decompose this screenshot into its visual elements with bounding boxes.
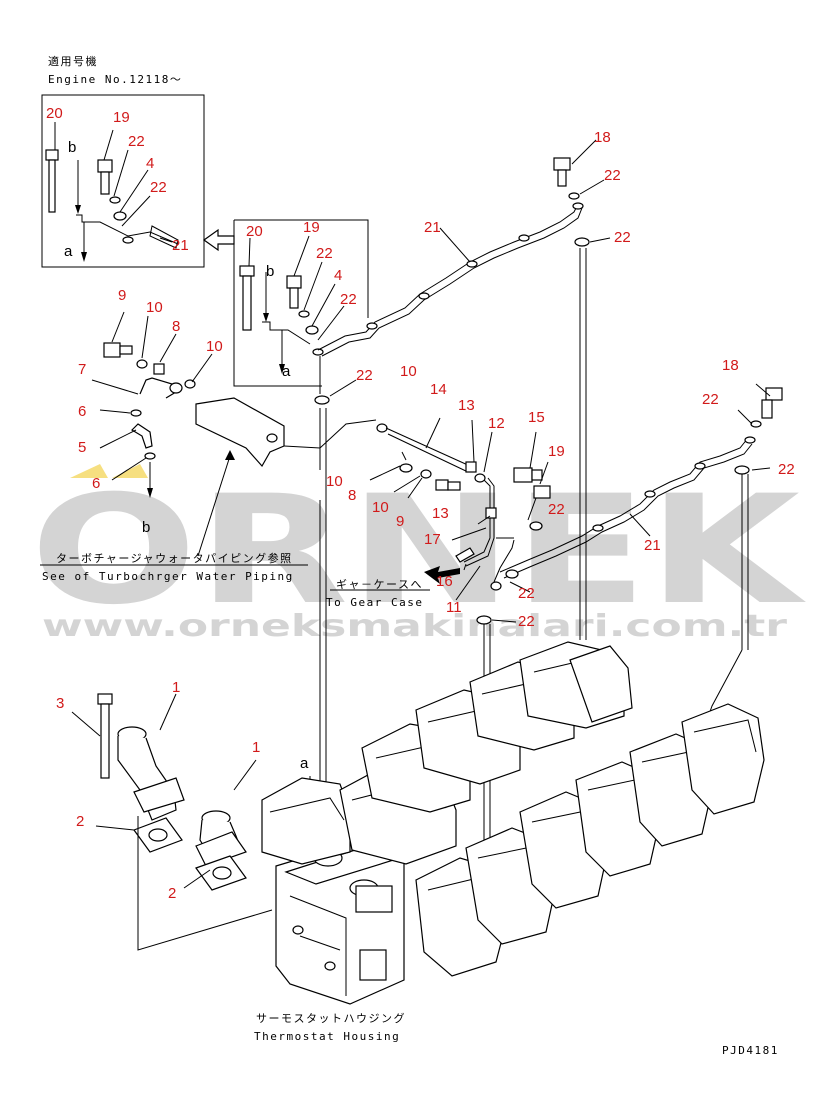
part-label: b — [266, 263, 274, 280]
part-label: 9 — [118, 287, 126, 304]
part-label: 14 — [430, 381, 447, 398]
part-label: 3 — [56, 695, 64, 712]
part-label: 10 — [146, 299, 163, 316]
gear-callout-en: To Gear Case — [326, 596, 423, 609]
part-label: 7 — [78, 361, 86, 378]
part-label: 9 — [396, 513, 404, 530]
part-label: 21 — [172, 237, 189, 254]
gear-callout-jp: ギャ－ケースへ — [336, 578, 423, 591]
part-label: 4 — [334, 267, 342, 284]
part-label: b — [68, 139, 76, 156]
part-label: 21 — [424, 219, 441, 236]
part-label: 13 — [432, 505, 449, 522]
part-label: 1 — [172, 679, 180, 696]
watermark-accent-left — [70, 464, 108, 478]
part-label: a — [64, 243, 73, 260]
part-label: 5 — [78, 439, 86, 456]
part-label: 21 — [644, 537, 661, 554]
part-label: a — [300, 755, 309, 772]
part-label: 10 — [400, 363, 417, 380]
part-label: 1 — [252, 739, 260, 756]
thermostat-callout-jp: サーモスタットハウジング — [256, 1011, 406, 1025]
part-label: 10 — [206, 338, 223, 355]
part-label: 20 — [246, 223, 263, 240]
inset-arrow — [202, 228, 235, 252]
part-label: a — [282, 363, 291, 380]
part-label: 15 — [528, 409, 545, 426]
part-label: 10 — [372, 499, 389, 516]
part-label: 22 — [702, 391, 719, 408]
part-label: 12 — [488, 415, 505, 432]
part-label: 22 — [614, 229, 631, 246]
watermark: ORNEK www.orneksmakinalari.com.tr — [30, 464, 806, 644]
part-label: 11 — [446, 599, 462, 616]
elbows-and-gaskets — [71, 693, 273, 951]
part-label: 16 — [436, 573, 453, 590]
part-labels: 20 19 22 4 22 21 b a 20 19 22 4 22 b a 2… — [46, 105, 795, 902]
part-label: 4 — [146, 155, 154, 172]
part-label: 18 — [594, 129, 611, 146]
header-en: Engine No.12118～ — [48, 73, 182, 86]
part-label: 20 — [46, 105, 63, 122]
part-label: 19 — [548, 443, 565, 460]
part-label: 8 — [348, 487, 356, 504]
part-label: 22 — [316, 245, 333, 262]
part-label: 22 — [340, 291, 357, 308]
header-jp: 適用号機 — [48, 54, 98, 68]
part-label: 10 — [326, 473, 343, 490]
part-label: 6 — [78, 403, 86, 420]
watermark-brand: ORNEK — [30, 464, 806, 638]
part-label: 22 — [356, 367, 373, 384]
thermostat-housing — [261, 776, 405, 1005]
inset-box-1 — [41, 94, 205, 268]
thermostat-callout-en: Thermostat Housing — [254, 1030, 400, 1043]
part-label: 19 — [303, 219, 320, 236]
cylinder-heads-back — [339, 641, 633, 865]
part-label: 22 — [548, 501, 565, 518]
part-label: 8 — [172, 318, 180, 335]
part-label: 17 — [424, 531, 441, 548]
part-label: 2 — [76, 813, 84, 830]
part-label: 22 — [128, 133, 145, 150]
watermark-site: www.orneksmakinalari.com.tr — [42, 609, 787, 644]
drawing-code: PJD4181 — [722, 1044, 779, 1057]
part-label: 22 — [778, 461, 795, 478]
part-label: 13 — [458, 397, 475, 414]
pipe-right — [491, 383, 783, 741]
part-label: 22 — [604, 167, 621, 184]
part-label: 2 — [168, 885, 176, 902]
pipe-upper — [314, 139, 611, 840]
left-fittings — [91, 311, 377, 557]
part-label: 6 — [92, 475, 100, 492]
part-label: 18 — [722, 357, 739, 374]
part-label: 19 — [113, 109, 130, 126]
part-label: 22 — [518, 585, 535, 602]
inset-box-2 — [233, 219, 369, 387]
gear-case-arrow — [424, 566, 460, 584]
cylinder-heads-front — [415, 703, 765, 977]
part-label: 22 — [150, 179, 167, 196]
turbo-callout-en: See of Turbochrger Water Piping — [42, 570, 294, 583]
part-label: 22 — [518, 613, 535, 630]
turbo-callout-jp: ターボチャージャウォータパイピング参照 — [56, 551, 293, 565]
part-label: b — [142, 519, 150, 536]
